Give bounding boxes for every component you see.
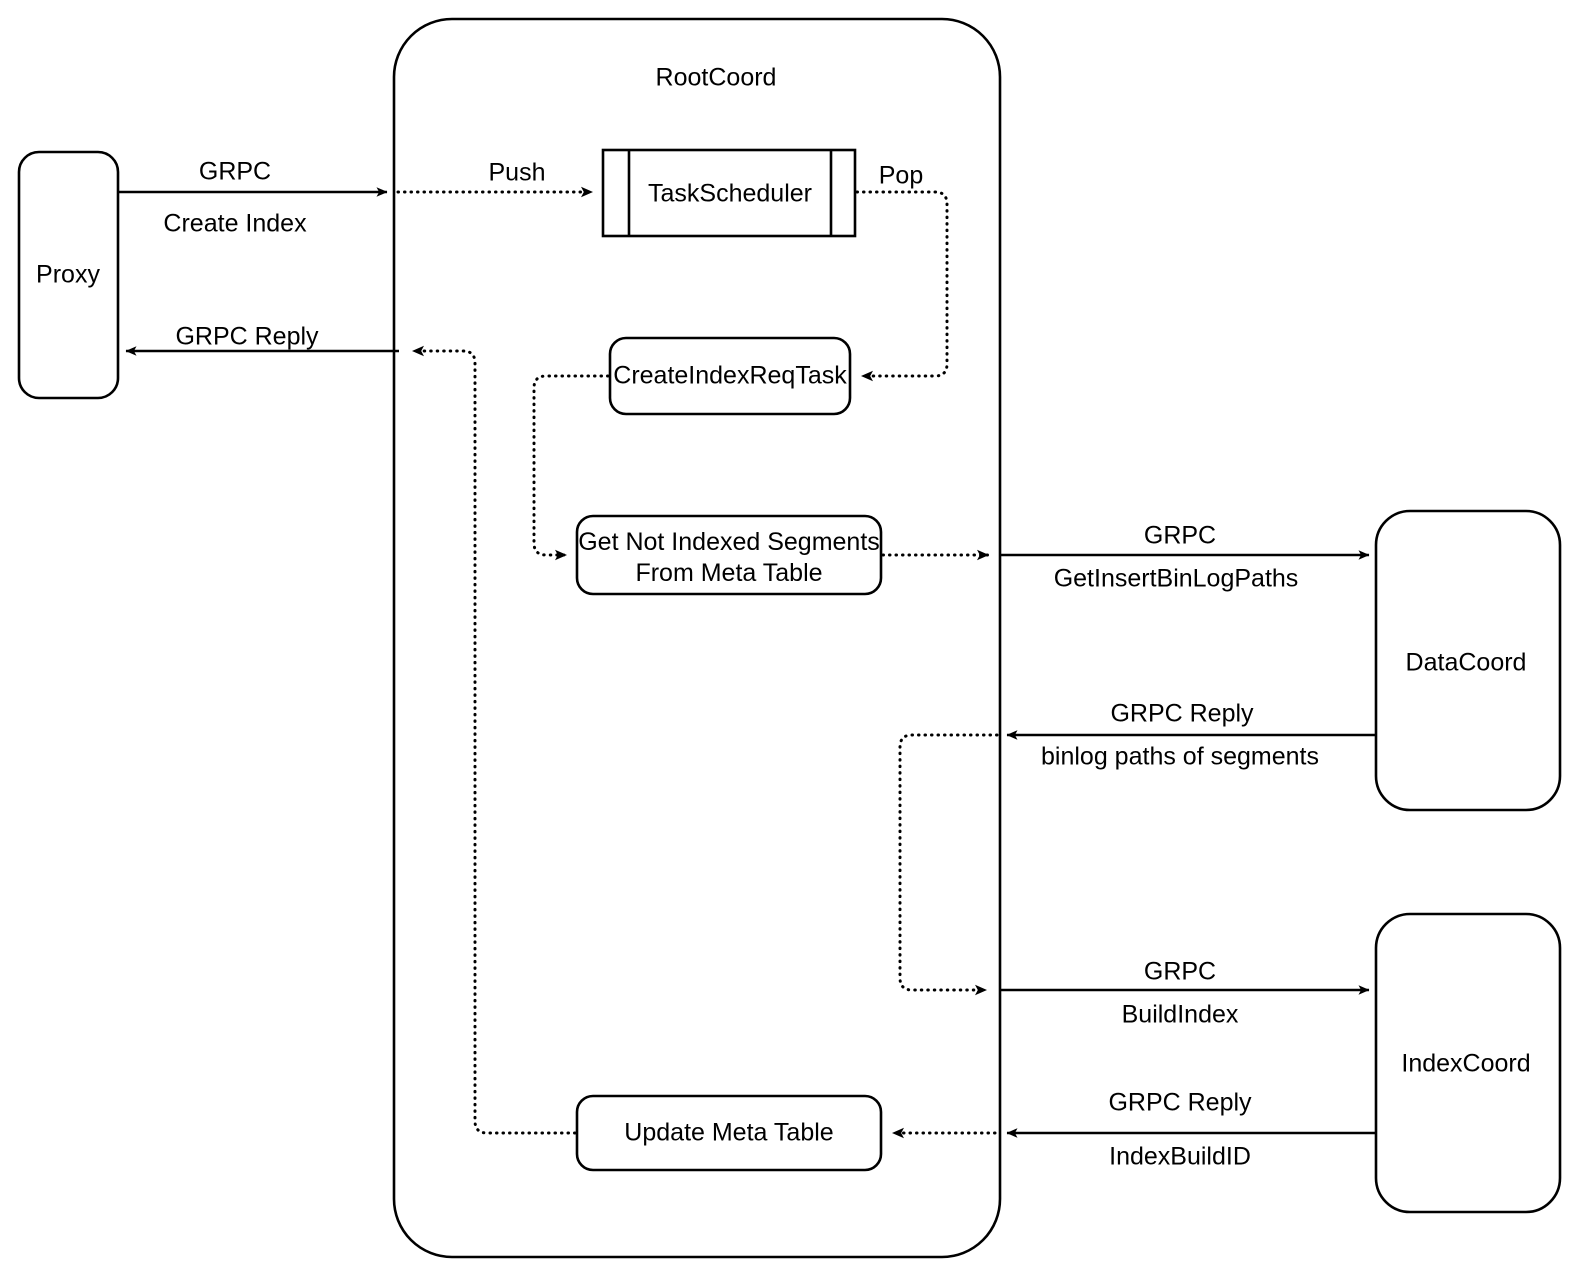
rootcoord-container (392, 17, 1002, 1259)
update-meta-table-node-shape (575, 1094, 883, 1172)
edge-task-to-get-segments (532, 374, 610, 561)
create-index-req-task-node[interactable] (610, 338, 850, 414)
task-scheduler-node[interactable] (603, 150, 855, 236)
task-scheduler-node-shape (601, 148, 857, 238)
edge-binlog-to-buildindex-route (898, 733, 999, 996)
index-coord-node[interactable] (1376, 914, 1560, 1212)
get-not-indexed-segments-node-shape (575, 514, 883, 596)
data-coord-node-shape (1374, 509, 1562, 812)
get-not-indexed-segments-node[interactable] (577, 516, 881, 594)
proxy-node-shape (17, 150, 120, 400)
proxy-node[interactable] (19, 152, 118, 398)
edge-update-meta-to-grpc-reply (411, 345, 577, 1135)
index-coord-node-shape (1374, 912, 1562, 1214)
edge-scheduler-pop-to-task (855, 190, 949, 382)
create-index-req-task-node-shape (608, 336, 852, 416)
data-coord-node[interactable] (1376, 511, 1560, 810)
update-meta-table-node[interactable] (577, 1096, 881, 1170)
